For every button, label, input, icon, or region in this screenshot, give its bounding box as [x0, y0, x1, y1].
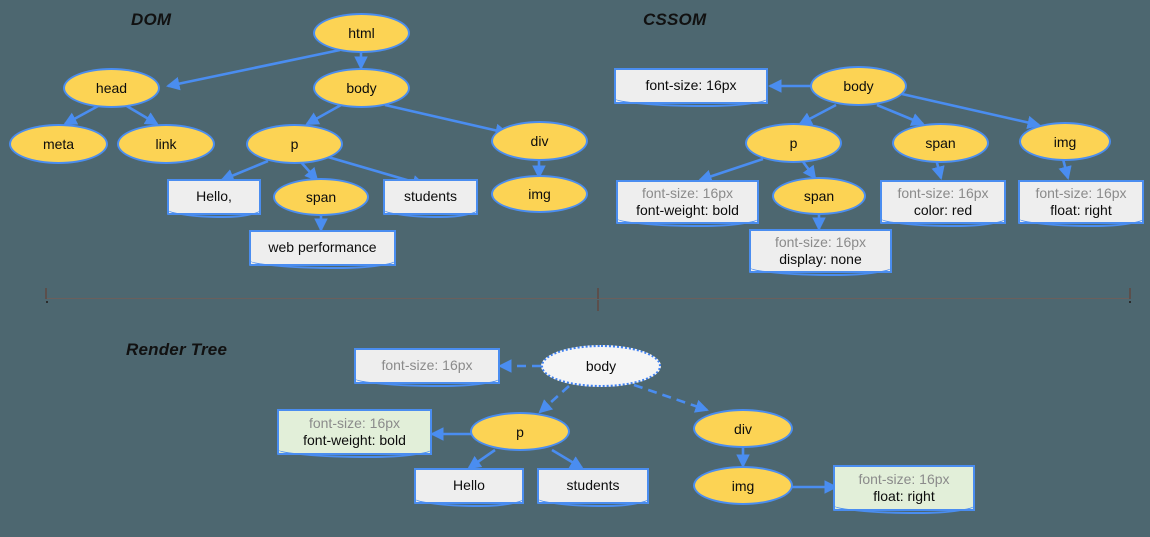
dom-text-hello[interactable]: Hello, [167, 179, 261, 218]
render-node-p[interactable]: p [470, 412, 570, 451]
dom-text-webperformance[interactable]: web performance [249, 230, 396, 269]
divider-tick-left[interactable] [45, 288, 47, 299]
cssom-rule-span-of-p-inherited: font-size: 16px [774, 233, 867, 250]
edge-body-div [384, 103, 509, 138]
render-rule-body-inherited: font-size: 16px [381, 357, 473, 374]
render-rule-p[interactable]: font-size: 16px font-weight: bold [277, 409, 432, 458]
render-tree-section-title: Render Tree [126, 340, 228, 359]
cssom-rule-p-inherited: font-size: 16px [641, 184, 734, 201]
render-rule-img[interactable]: font-size: 16px float: right [833, 465, 975, 514]
divider-tick-right-dot [1129, 301, 1131, 303]
edge-head-link [124, 103, 159, 126]
dom-node-img[interactable]: img [491, 175, 588, 213]
cssom-rule-span-of-p-own: display: none [779, 251, 862, 267]
cssom-rule-p-own: font-weight: bold [636, 202, 739, 218]
render-rule-img-inherited: font-size: 16px [858, 470, 950, 487]
dom-text-students-label: students [404, 188, 457, 205]
render-rule-p-inherited: font-size: 16px [308, 414, 401, 431]
render-rule-img-own: float: right [873, 488, 935, 504]
dom-node-body[interactable]: body [313, 68, 410, 108]
edge-render-p-students [551, 448, 584, 470]
divider-tick-center-lower [597, 300, 599, 311]
dom-text-webperformance-label: web performance [268, 239, 377, 256]
render-rule-body[interactable]: font-size: 16px [354, 348, 500, 387]
render-node-body[interactable]: body [541, 345, 661, 387]
cssom-node-body[interactable]: body [810, 66, 907, 106]
edge-body-p [305, 103, 342, 126]
dom-node-head[interactable]: head [63, 68, 160, 108]
cssom-rule-span-of-p[interactable]: font-size: 16px display: none [749, 229, 892, 276]
dom-node-div[interactable]: div [491, 121, 588, 161]
edge-cssom-body-p [798, 103, 837, 126]
render-text-students[interactable]: students [537, 468, 649, 507]
edge-head-meta [63, 103, 101, 126]
cssom-rule-p[interactable]: font-size: 16px font-weight: bold [616, 180, 759, 227]
edge-cssom-img-rule [1058, 158, 1072, 180]
cssom-rule-img-own: float: right [1050, 202, 1112, 218]
divider-tick-center[interactable] [597, 288, 599, 299]
dom-text-hello-label: Hello, [196, 188, 232, 205]
edge-render-body-p [538, 385, 570, 414]
edge-render-body-div [633, 383, 709, 413]
cssom-rule-img[interactable]: font-size: 16px float: right [1018, 180, 1144, 227]
cssom-node-img[interactable]: img [1019, 122, 1111, 161]
render-text-hello-label: Hello [453, 477, 485, 494]
dom-node-span[interactable]: span [273, 178, 369, 216]
render-node-div[interactable]: div [693, 409, 793, 448]
render-text-students-label: students [566, 477, 620, 494]
dom-section-title: DOM [131, 10, 172, 29]
dom-node-html[interactable]: html [313, 13, 410, 53]
divider-tick-right[interactable] [1129, 288, 1131, 299]
cssom-rule-span-of-body[interactable]: font-size: 16px color: red [880, 180, 1006, 227]
render-rule-p-own: font-weight: bold [303, 432, 406, 448]
edge-html-head [166, 48, 341, 91]
divider-tick-left-dot [46, 301, 48, 303]
cssom-rule-img-inherited: font-size: 16px [1035, 184, 1127, 201]
edge-cssom-body-span [876, 103, 925, 126]
edge-cssom-p-rule [698, 157, 764, 183]
cssom-section-title: CSSOM [643, 10, 707, 29]
dom-text-students[interactable]: students [383, 179, 478, 218]
render-node-img[interactable]: img [693, 466, 793, 505]
cssom-node-span-of-body[interactable]: span [892, 123, 989, 163]
section-divider [45, 298, 1131, 299]
dom-node-p[interactable]: p [246, 124, 343, 164]
edge-p-hello [220, 159, 269, 182]
cssom-rule-span-of-body-inherited: font-size: 16px [897, 184, 989, 201]
cssom-node-p[interactable]: p [745, 123, 842, 163]
cssom-rule-span-of-body-own: color: red [913, 202, 973, 218]
edge-cssom-body-img [901, 92, 1041, 130]
dom-node-meta[interactable]: meta [9, 124, 108, 164]
cssom-node-span-of-p[interactable]: span [772, 177, 866, 215]
dom-node-link[interactable]: link [117, 124, 215, 164]
cssom-rule-body[interactable]: font-size: 16px [614, 68, 768, 107]
render-text-hello[interactable]: Hello [414, 468, 524, 507]
cssom-rule-body-inherited: font-size: 16px [645, 77, 737, 94]
edge-render-p-hello [467, 448, 496, 470]
